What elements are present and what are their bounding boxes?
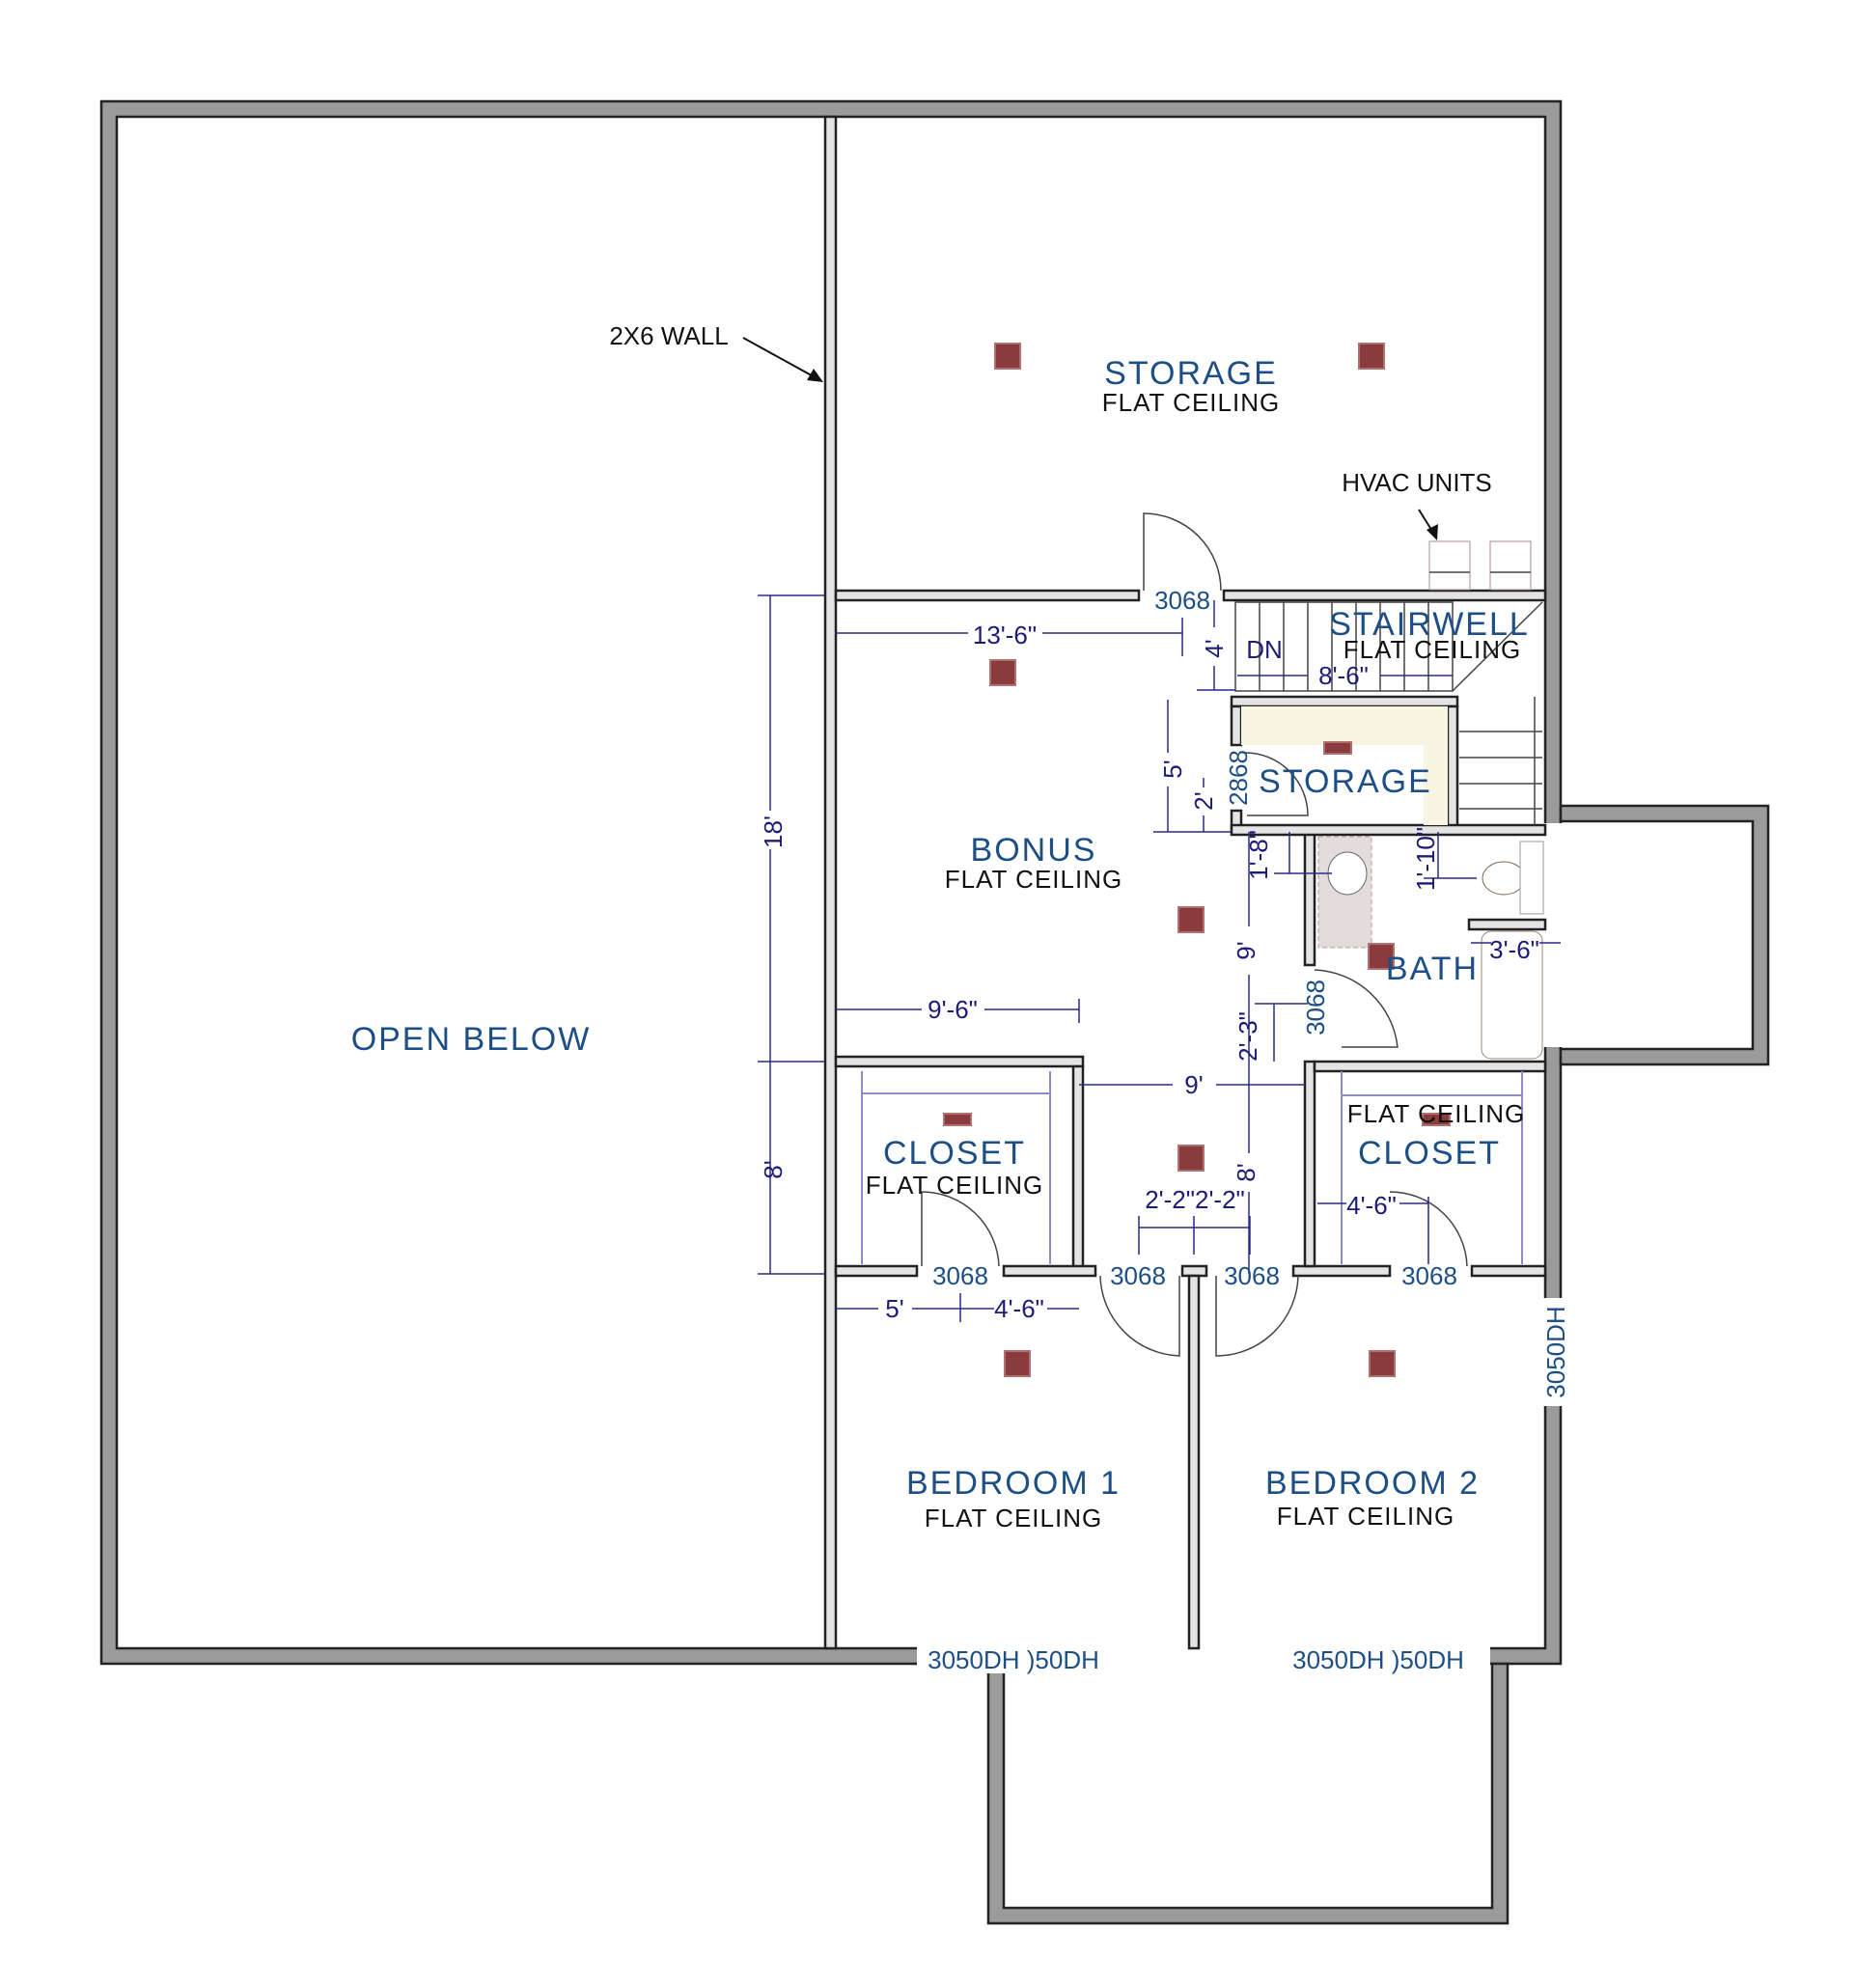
stair-direction-label: DN [1246, 635, 1283, 664]
bath-fixtures [1317, 540, 1544, 1060]
dim-vanity: 1'-8" [1244, 830, 1273, 880]
door-label-bedroom-1: 3068 [1110, 1261, 1166, 1290]
ceiling-label-storage: FLAT CEILING [1102, 388, 1280, 417]
dim-door-split: 2'-2"2'-2" [1145, 1185, 1245, 1214]
window-label-bedroom-2: 3050DH )50DH [1292, 1645, 1464, 1674]
leader-arrows [742, 337, 1438, 540]
door-swings [921, 512, 1468, 1357]
dim-bonus-width: 13'-6" [973, 621, 1037, 649]
dim-stair-width: 8'-6" [1318, 661, 1369, 690]
room-label-open-below: OPEN BELOW [351, 1021, 592, 1058]
ceiling-label-bonus: FLAT CEILING [945, 865, 1122, 894]
window-label-bedroom-1: 3050DH )50DH [928, 1645, 1099, 1674]
dim-tub: 3'-6" [1489, 935, 1539, 964]
dim-closet-right-door: 4'-6" [1346, 1191, 1397, 1220]
closet-shelves [861, 1071, 1523, 1264]
interior-walls [823, 115, 1547, 1650]
room-label-closet-right: CLOSET [1358, 1135, 1501, 1172]
room-label-storage-small: STORAGE [1259, 763, 1432, 800]
arrow-icon [1427, 524, 1438, 540]
door-label-closet-left: 3068 [932, 1261, 988, 1290]
room-label-storage: STORAGE [1104, 355, 1278, 392]
door-label-storage-small: 2868 [1224, 750, 1253, 806]
dim-bonus-height: 18' [759, 815, 788, 848]
sink-icon [1327, 851, 1368, 896]
dim-closet-width: 9'-6" [928, 995, 978, 1024]
dim-hall-width: 9' [1184, 1070, 1203, 1099]
door-label-closet-right: 3068 [1401, 1261, 1457, 1290]
note-2x6-wall: 2X6 WALL [609, 321, 728, 350]
ceiling-label-bedroom-2: FLAT CEILING [1277, 1502, 1454, 1531]
room-label-bedroom-1: BEDROOM 1 [906, 1465, 1121, 1502]
dim-stair-depth: 4' [1200, 639, 1229, 657]
ceiling-label-closet-right: FLAT CEILING [1347, 1099, 1525, 1128]
door-label-bath: 3068 [1301, 980, 1330, 1035]
arrow-icon [807, 369, 823, 382]
dim-storage-door-offset: 2' [1189, 791, 1218, 810]
dim-bath-door-offset: 2'-3" [1233, 1011, 1262, 1062]
note-hvac-units: HVAC UNITS [1342, 468, 1492, 497]
dim-hall-lower: 8' [1232, 1163, 1260, 1181]
ceiling-label-bedroom-1: FLAT CEILING [925, 1504, 1102, 1532]
dimension-lines [758, 594, 1561, 1322]
room-label-bedroom-2: BEDROOM 2 [1265, 1465, 1480, 1502]
dim-closet-left-door-a: 5' [885, 1294, 903, 1323]
window-label-right: 3050DH [1541, 1306, 1570, 1397]
ceiling-label-stairwell: FLAT CEILING [1344, 635, 1521, 664]
hvac-unit-1 [1428, 540, 1471, 591]
room-label-closet-left: CLOSET [883, 1135, 1026, 1172]
room-label-bath: BATH [1386, 951, 1479, 987]
dim-storage-depth: 5' [1158, 759, 1187, 778]
room-label-bonus: BONUS [971, 832, 1097, 869]
dim-hall-length: 9' [1232, 941, 1260, 959]
door-label-storage: 3068 [1154, 586, 1210, 615]
stairs [1234, 601, 1543, 825]
bathtub-icon [1481, 930, 1543, 1060]
dim-closet-height: 8' [759, 1160, 788, 1178]
hvac-unit-2 [1489, 540, 1532, 591]
ceiling-label-closet-left: FLAT CEILING [866, 1171, 1043, 1200]
door-label-bedroom-2: 3068 [1224, 1261, 1280, 1290]
dim-toilet: 1'-10" [1411, 827, 1440, 891]
light-fixtures [943, 343, 1451, 1377]
dim-closet-left-door-b: 4'-6" [994, 1294, 1044, 1323]
toilet-icon [1482, 861, 1526, 896]
room-label-stairwell: STAIRWELL [1329, 606, 1530, 643]
